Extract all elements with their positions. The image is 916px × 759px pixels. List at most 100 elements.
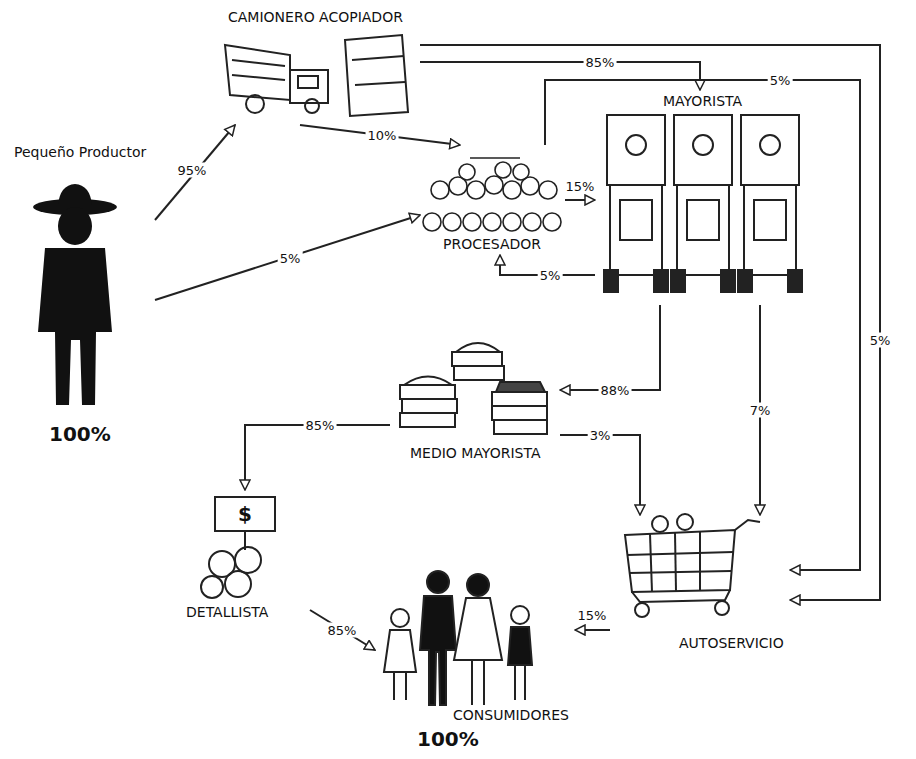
stack-layer [400,385,455,399]
processor-node: PROCESADOR [420,145,565,255]
node-label: PROCESADOR [443,236,541,253]
leg-gap [74,345,76,405]
rear-line [355,82,405,85]
truck-collector-node: CAMIONERO ACOPIADOR [210,5,420,125]
flow-arrow [575,629,610,631]
node-label: MEDIO MAYORISTA [410,445,540,462]
fruit [513,164,529,180]
fruit [201,576,223,598]
flow-percent: 7% [748,403,773,418]
cart-grid [629,571,731,573]
processor-figure [423,158,561,231]
node-label: DETALLISTA [186,604,268,621]
cart-handle [735,520,760,530]
truck-wheel [654,270,668,292]
half-wholesaler-figure [400,343,547,434]
stack-layer [492,392,547,406]
stack-layer [402,399,457,413]
cab-emblem [760,135,780,155]
person-head [427,571,449,593]
flow-arrow [155,215,420,300]
person-legs [394,672,406,700]
truck-cargo [225,45,290,100]
flow-arrow [155,125,235,220]
farmer-body [38,248,112,405]
person-body [508,627,532,665]
stack-layer [452,352,502,366]
cab-window [298,76,318,88]
truck-front [677,185,729,275]
truck-front [610,185,662,275]
retailer-figure [201,497,275,598]
person-head [511,606,529,624]
truck-figure [225,35,408,116]
truck-grille [687,200,719,240]
cart-grid [699,532,701,591]
stack-layer [494,420,547,434]
truck-grille [754,200,786,240]
fruit [495,162,511,178]
flow-percent: 95% [176,163,209,178]
wholesaler-node: MAYORISTA [595,90,810,305]
cart-grid [675,533,676,591]
flow-percent: 5% [868,333,893,348]
cab-emblem [693,135,713,155]
flow-percent: 88% [599,383,632,398]
node-label: AUTOSERVICIO [679,635,784,652]
flow-percent: 15% [564,179,597,194]
fruit [539,181,557,199]
roller [503,213,521,231]
roller [523,213,541,231]
self-service-node: AUTOSERVICIO [610,515,790,655]
flow-arrow [310,610,375,650]
flow-percent: 85% [304,418,337,433]
flow-arrow [565,199,595,201]
fruit [503,181,521,199]
processor-line [470,157,520,159]
cart-wheel [715,601,729,615]
node-label: CONSUMIDORES [453,707,569,724]
cart-wheel [635,603,649,617]
flow-arrow [560,435,640,515]
roller [423,213,441,231]
person-legs [515,665,525,700]
cart-grid [650,534,652,592]
flow-percent: 85% [584,55,617,70]
flow-arrow [420,45,880,600]
person-legs [472,660,484,705]
person-dress [384,630,416,672]
truck-cab [607,115,665,185]
node-label: Pequeño Productor [14,144,146,161]
cart-grid [627,552,733,555]
stack-layer [492,406,547,420]
roller [543,213,561,231]
fruit [459,164,475,180]
producer-node: Pequeño Productor 100% [5,140,155,460]
flow-percent: 5% [768,73,793,88]
cart-basket [625,530,735,592]
price-sign-text: $ [238,503,252,525]
percent-total: 100% [417,727,479,751]
flow-arrow [545,80,860,570]
half-wholesaler-node: MEDIO MAYORISTA [390,325,560,465]
fruit [235,547,261,573]
fruit [467,181,485,199]
truck-cab [674,115,732,185]
farmer-head [58,207,92,245]
cart-figure [625,514,760,617]
roller [463,213,481,231]
person-head [391,609,409,627]
truck-cab [290,70,328,103]
flow-percent: 10% [366,128,399,143]
percent-total: 100% [49,422,111,446]
flow-percent: 3% [588,428,613,443]
truck-wheel [305,99,319,113]
farmer-figure [33,184,117,405]
cargo-slat [232,60,285,66]
truck-wheel [721,270,735,292]
cargo-slat [232,75,285,80]
truck-grille [620,200,652,240]
truck-wheel [738,270,752,292]
price-sign [215,497,275,531]
